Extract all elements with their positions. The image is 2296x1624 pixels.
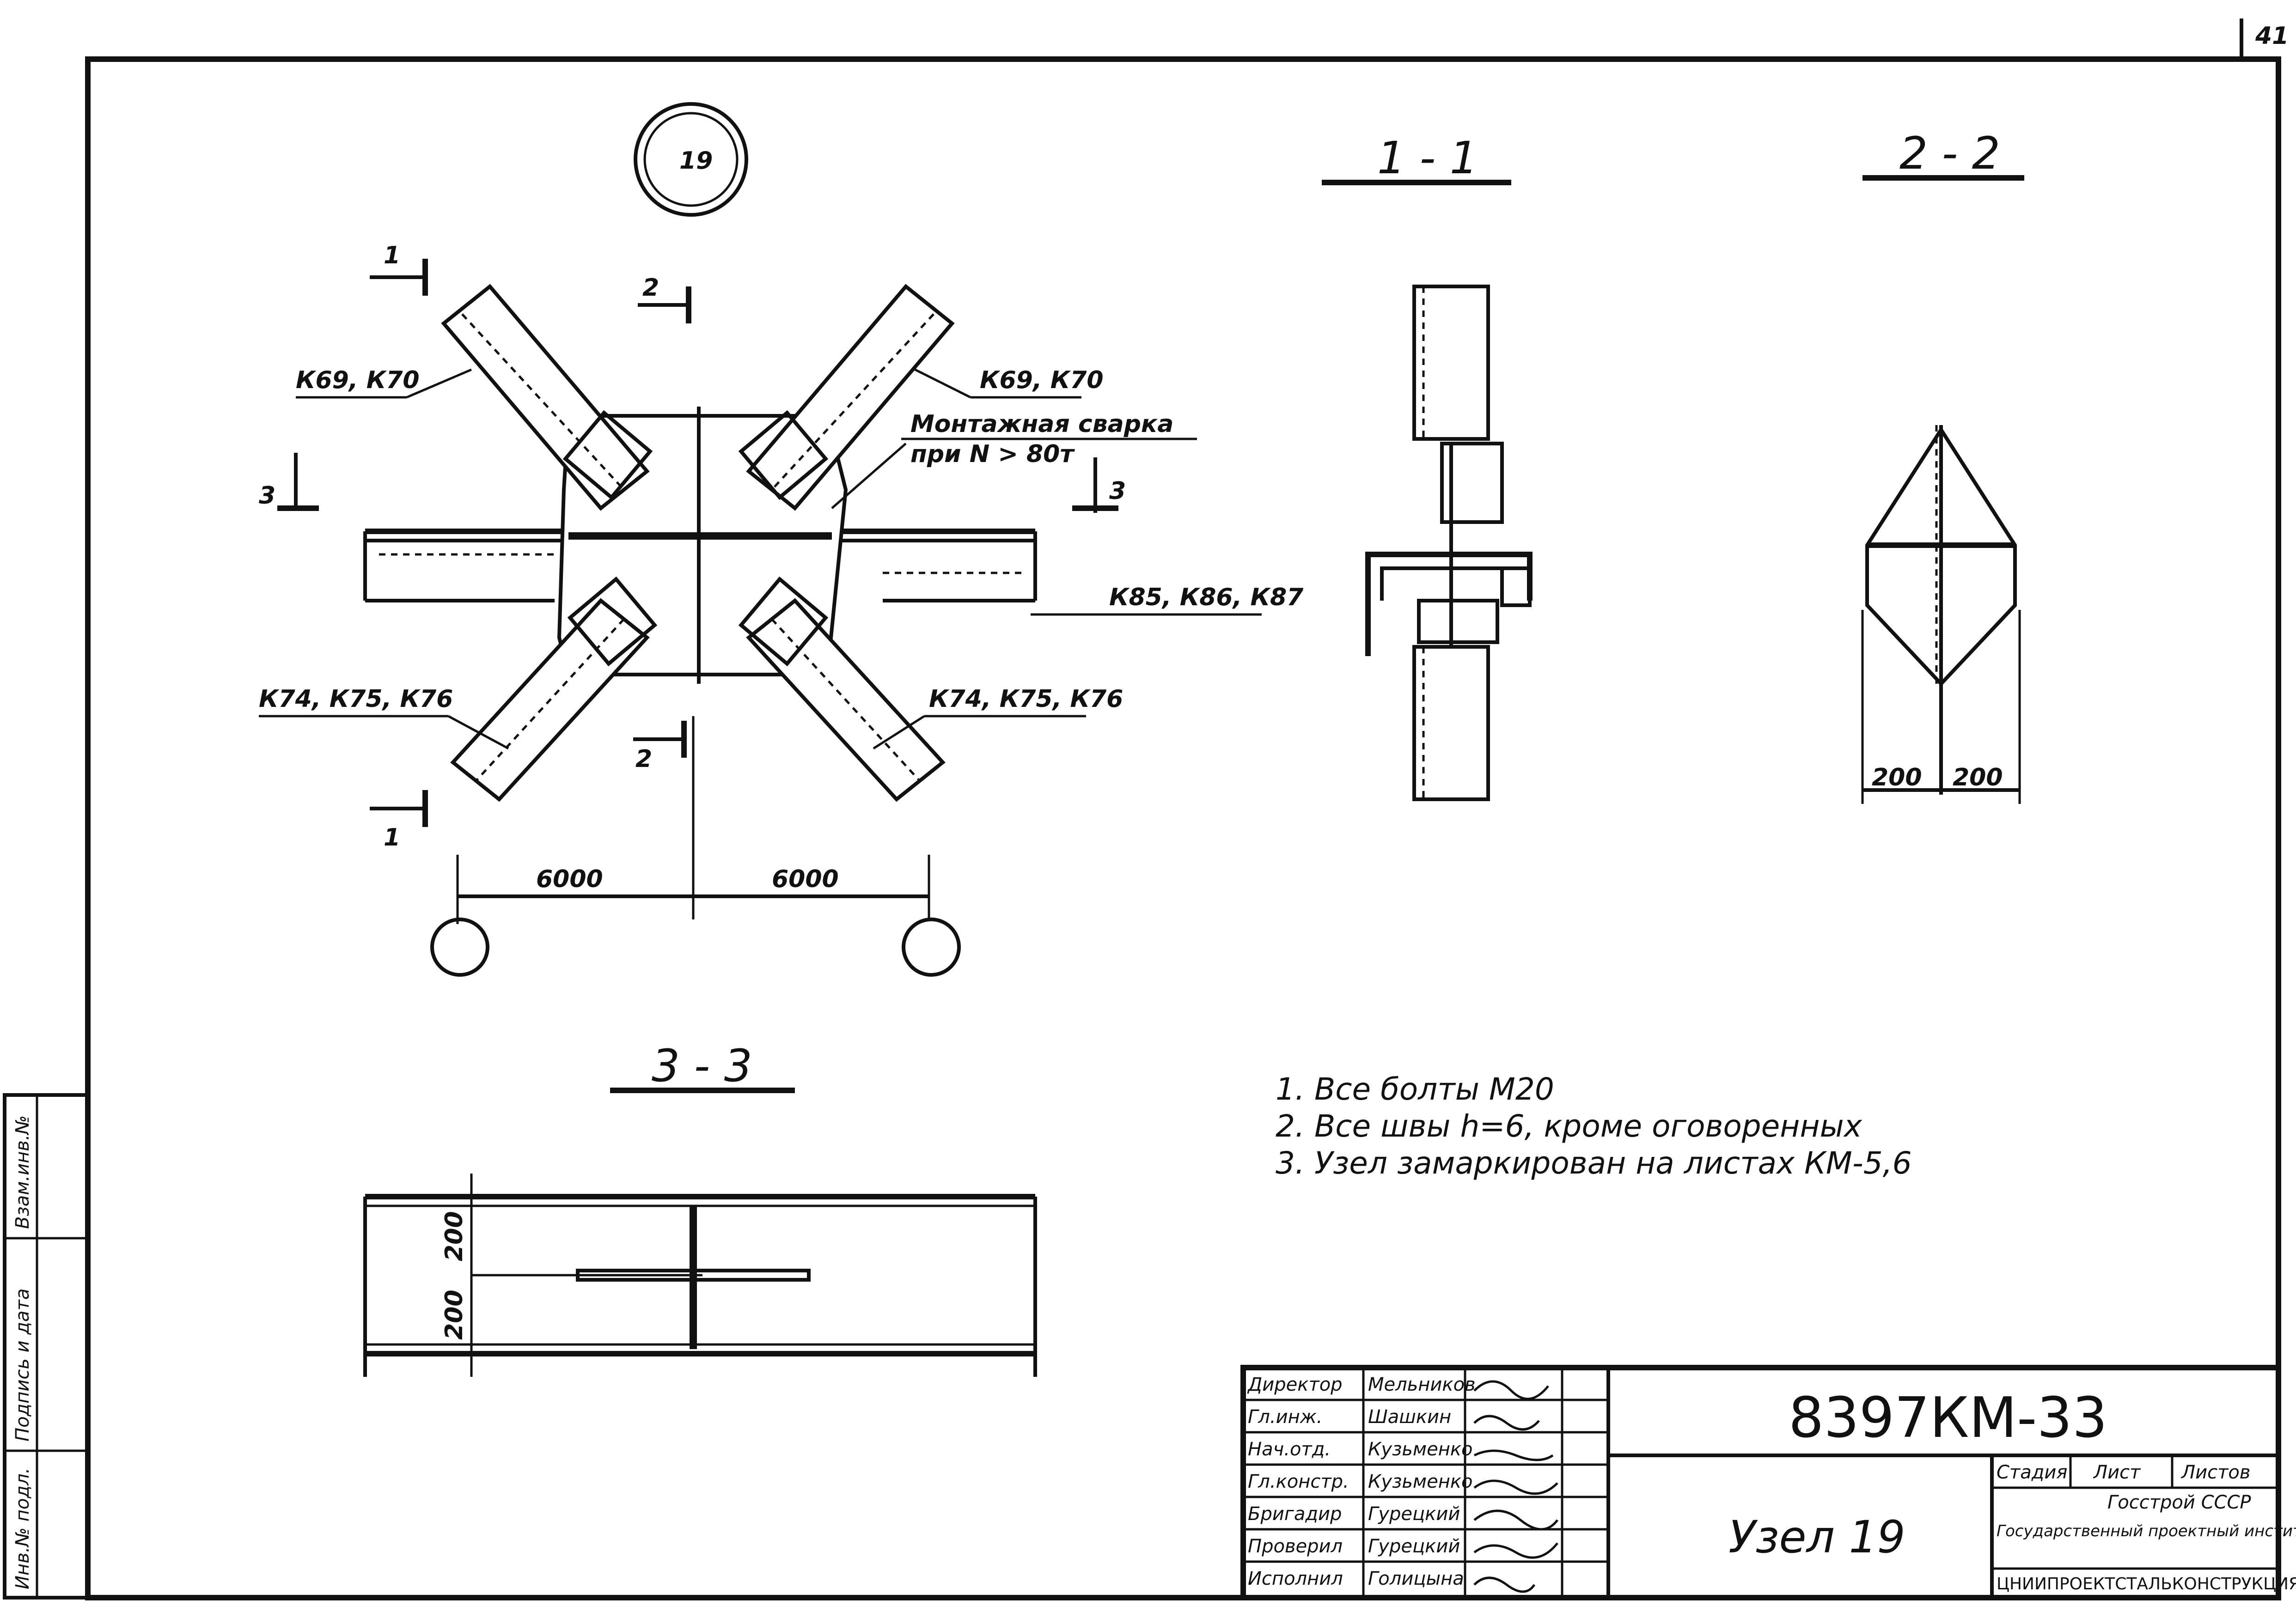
stamp-replace: Взам.инв.№ bbox=[12, 1115, 33, 1229]
side-stamp: Инв.№ подл. Подпись и дата Взам.инв.№ bbox=[3, 1093, 90, 1600]
svg-text:2: 2 bbox=[642, 274, 659, 302]
svg-text:2: 2 bbox=[635, 745, 652, 773]
svg-text:К74, К75, К76: К74, К75, К76 bbox=[259, 685, 453, 713]
diagonal-bottom-right bbox=[738, 576, 946, 802]
cut-mark-2-top: 2 bbox=[638, 274, 691, 323]
svg-text:1: 1 bbox=[384, 824, 400, 852]
stage-label: Стадия bbox=[1997, 1462, 2067, 1483]
label-weld: Монтажная сварка при N > 80т bbox=[831, 410, 1197, 509]
svg-text:200: 200 bbox=[1872, 764, 1922, 791]
sheet-label: Лист bbox=[2093, 1462, 2141, 1483]
signatures bbox=[1473, 1380, 1558, 1593]
cut-mark-2-bottom: 2 bbox=[633, 721, 687, 773]
svg-text:К74, К75, К76: К74, К75, К76 bbox=[929, 685, 1123, 713]
svg-text:6000: 6000 bbox=[536, 865, 603, 893]
node-number: 19 bbox=[679, 147, 713, 175]
diagonal-top-right bbox=[738, 284, 955, 511]
note-1: 1. Все болты М20 bbox=[1276, 1071, 1554, 1107]
label-chord: К85, К86, К87 bbox=[1031, 584, 1304, 616]
role-4: Бригадир bbox=[1248, 1503, 1342, 1525]
role-6: Исполнил bbox=[1248, 1568, 1343, 1589]
span-dimension: 6000 6000 bbox=[430, 716, 961, 977]
name-5: Гурецкий bbox=[1368, 1536, 1460, 1557]
org-line-2: Государственный проектный институт bbox=[1997, 1522, 2296, 1540]
role-0: Директор bbox=[1247, 1374, 1343, 1395]
svg-text:6000: 6000 bbox=[772, 865, 839, 893]
cut-mark-1-bottom: 1 bbox=[370, 790, 428, 852]
sheets-label: Листов bbox=[2180, 1462, 2250, 1483]
cut-mark-3-right: 3 bbox=[1072, 457, 1126, 513]
org-line-1: Госстрой СССР bbox=[2107, 1492, 2251, 1513]
section-3-3-title: 3 - 3 bbox=[652, 1040, 752, 1092]
general-notes: 1. Все болты М20 2. Все швы h=6, кроме о… bbox=[1276, 1071, 1912, 1181]
svg-text:при N > 80т: при N > 80т bbox=[910, 440, 1075, 468]
stamp-sign: Подпись и дата bbox=[12, 1289, 33, 1442]
org-line-3: ЦНИИПРОЕКТСТАЛЬКОНСТРУКЦИЯ bbox=[1997, 1575, 2296, 1594]
name-2: Кузьменко bbox=[1368, 1439, 1472, 1460]
name-4: Гурецкий bbox=[1368, 1503, 1460, 1525]
label-top-left: К69, К70 bbox=[296, 366, 472, 399]
node-19-plan: 19 bbox=[259, 102, 1304, 977]
name-1: Шашкин bbox=[1368, 1406, 1451, 1428]
stamp-inv: Инв.№ подл. bbox=[12, 1468, 33, 1589]
drawing-code: 8397КМ-33 bbox=[1789, 1386, 2107, 1450]
svg-text:К85, К86, К87: К85, К86, К87 bbox=[1109, 584, 1304, 611]
svg-text:1: 1 bbox=[384, 242, 400, 269]
section-2-2: 2 - 2 200 200 bbox=[1861, 128, 2024, 804]
svg-text:200: 200 bbox=[1953, 764, 2003, 791]
label-bottom-right: К74, К75, К76 bbox=[873, 685, 1123, 750]
label-top-right: К69, К70 bbox=[914, 366, 1104, 399]
svg-text:200: 200 bbox=[440, 1289, 468, 1340]
section-3-3: 3 - 3 200 200 bbox=[363, 1040, 1037, 1377]
diagonal-top-left bbox=[441, 284, 653, 511]
svg-text:3: 3 bbox=[259, 482, 275, 510]
name-0: Мельников bbox=[1368, 1374, 1476, 1395]
column-axis-right bbox=[902, 918, 961, 977]
svg-text:200: 200 bbox=[440, 1211, 468, 1261]
svg-text:К69, К70: К69, К70 bbox=[980, 366, 1104, 394]
cut-mark-3-left: 3 bbox=[259, 453, 319, 511]
svg-text:3: 3 bbox=[1109, 477, 1126, 505]
label-bottom-left: К74, К75, К76 bbox=[259, 685, 509, 750]
cut-mark-1-top: 1 bbox=[370, 242, 428, 296]
role-1: Гл.инж. bbox=[1248, 1406, 1322, 1428]
role-2: Нач.отд. bbox=[1248, 1439, 1331, 1460]
svg-text:К69, К70: К69, К70 bbox=[296, 366, 420, 394]
title-block: Директор Гл.инж. Нач.отд. Гл.констр. Бри… bbox=[1240, 1365, 2296, 1600]
note-3: 3. Узел замаркирован на листах КМ-5,6 bbox=[1276, 1145, 1912, 1181]
drawing-title: Узел 19 bbox=[1728, 1511, 1905, 1563]
role-3: Гл.констр. bbox=[1248, 1471, 1349, 1492]
drawing-frame: 41 bbox=[85, 18, 2289, 1600]
section-1-1: 1 - 1 bbox=[1322, 132, 1533, 801]
column-axis-left bbox=[430, 918, 489, 977]
note-2: 2. Все швы h=6, кроме оговоренных bbox=[1276, 1108, 1862, 1144]
section-2-2-title: 2 - 2 bbox=[1899, 128, 2000, 179]
name-3: Кузьменко bbox=[1368, 1471, 1472, 1492]
page-number: 41 bbox=[2255, 22, 2289, 50]
role-5: Проверил bbox=[1248, 1536, 1343, 1557]
svg-text:Монтажная сварка: Монтажная сварка bbox=[910, 410, 1173, 438]
name-6: Голицына bbox=[1368, 1568, 1464, 1589]
section-1-1-title: 1 - 1 bbox=[1377, 132, 1478, 184]
diagonal-bottom-left bbox=[450, 576, 658, 802]
